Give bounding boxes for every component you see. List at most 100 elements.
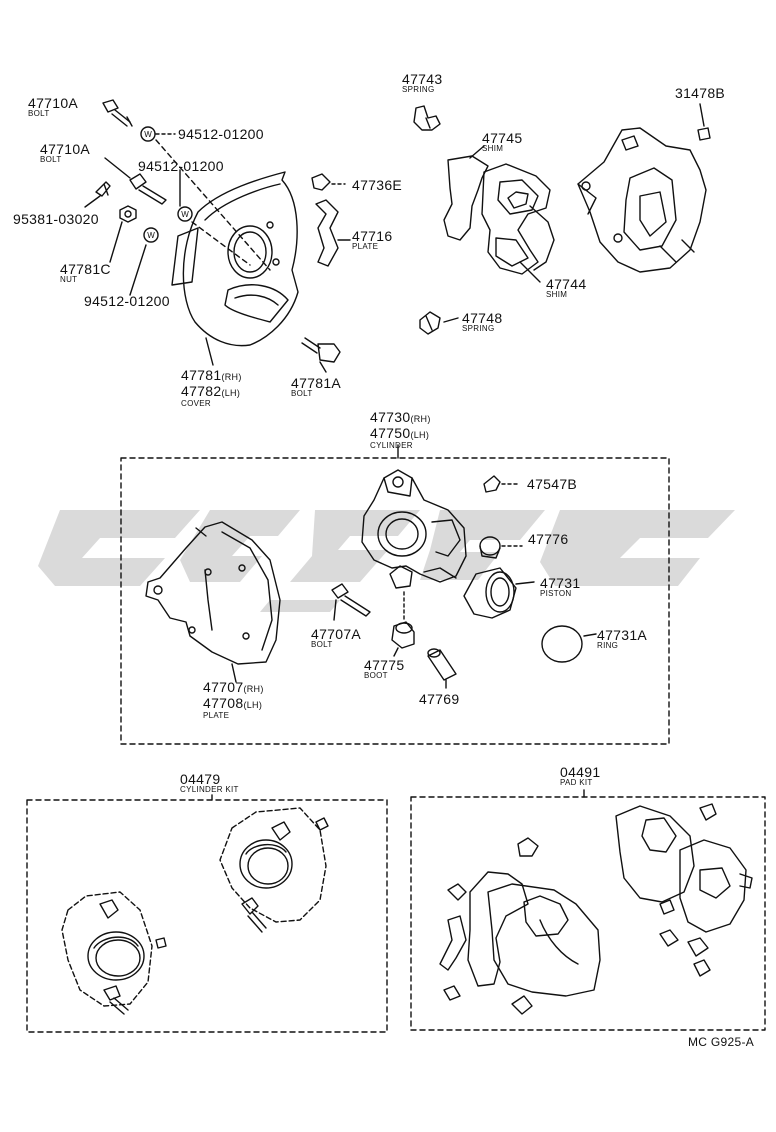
part-desc: BOLT [311,640,333,649]
label-47731a: 47731A RING [597,628,647,650]
kit-small-parts [439,803,717,1015]
part-code: 04479 [180,771,221,787]
part-desc: COVER [181,399,211,408]
part-desc: RING [597,641,619,650]
cylinder-kit-box [26,799,388,1033]
part-side: (RH) [221,372,242,382]
label-47781-cover: 47781(RH) 47782(LH) COVER [181,368,242,408]
nut-47781c [119,205,137,223]
washer-mark-3: W [147,231,155,240]
label-94512-mid: 94512-01200 [138,158,224,174]
part-code: 47730 [370,409,411,425]
part-code: 47781 [181,367,222,383]
kit-pads-right [615,805,753,933]
label-47710a-top: 47710A BOLT [28,96,78,118]
part-side: (RH) [243,684,264,694]
part-code: 47750 [370,425,411,441]
part-desc: CYLINDER [370,441,413,450]
spring-47743 [413,105,441,131]
bolt-47707a [331,583,371,617]
kit-caliper-right [219,807,329,933]
cap-47776 [479,536,501,559]
part-desc: PAD KIT [560,778,593,787]
label-47781a: 47781A BOLT [291,376,341,398]
part-desc: SPRING [402,85,435,94]
part-code: 47716 [352,228,393,244]
part-code: 47744 [546,276,587,292]
dust-cover-47781 [171,171,299,347]
washer-94512-mid [177,206,193,222]
part-code: 47775 [364,657,405,673]
part-code: 47710A [40,141,91,157]
part-side: (RH) [410,414,431,424]
part-code: 47731 [540,575,581,591]
part-desc: SPRING [462,324,495,333]
part-code: 04491 [560,764,601,780]
label-47776: 47776 [528,531,569,547]
piston-47731 [463,567,517,619]
cap-31478b [697,127,711,141]
part-desc: SHIM [546,290,568,299]
part-code: 47710A [28,95,79,111]
label-47769: 47769 [419,691,460,707]
torque-plate-47707 [145,521,281,665]
label-47710a-mid: 47710A BOLT [40,142,90,164]
label-94512-low: 94512-01200 [84,293,170,309]
part-desc: PLATE [352,242,379,251]
washer-mark-2: W [181,210,189,219]
ring-47731a [541,625,583,663]
washer-mark-1: W [144,130,152,139]
part-code: 47743 [402,71,443,87]
part-desc: PLATE [203,711,230,720]
label-47736e: 47736E [352,177,403,193]
pad-kit-box [410,796,766,1031]
part-code: 47782 [181,383,222,399]
part-side: (LH) [410,430,430,440]
label-31478b: 31478B [675,85,726,101]
boot-47775 [391,621,415,649]
label-47730-cylinder: 47730(RH) 47750(LH) CYLINDER [370,410,431,450]
kit-pads-left [467,871,601,997]
label-47716: 47716 PLATE [352,229,392,251]
caliper-body-31478b [577,127,707,273]
watermark-logo [38,510,735,612]
label-47731: 47731 PISTON [540,576,580,598]
part-desc: NUT [60,275,78,284]
bleeder-47547b [483,475,501,493]
pin-47769 [427,648,457,681]
clip-95381 [95,181,111,197]
label-04491-kit: 04491 PAD KIT [560,765,600,787]
brake-pad-pair [481,163,555,275]
label-47781c: 47781C NUT [60,262,111,284]
part-desc: BOLT [291,389,313,398]
part-desc: BOOT [364,671,388,680]
part-desc: BOLT [40,155,62,164]
bolt-47710a-mid [129,173,167,205]
bolt-47710a-top [102,99,133,127]
part-code: 47745 [482,130,523,146]
part-code: 47748 [462,310,503,326]
part-desc: BOLT [28,109,50,118]
part-code: 47707 [203,679,244,695]
label-47744: 47744 SHIM [546,277,586,299]
part-desc: CYLINDER KIT [180,785,239,794]
cylinder-box [120,457,670,745]
label-47743: 47743 SPRING [402,72,442,94]
label-04479-kit: 04479 CYLINDER KIT [180,772,239,794]
cylinder-body-47730 [361,469,467,589]
kit-caliper-left [61,891,167,1015]
part-side: (LH) [243,700,263,710]
diagram-reference-code: MC G925-A [688,1035,755,1049]
part-desc: PISTON [540,589,572,598]
spring-47748 [419,311,441,335]
bolt-47781a [301,337,341,363]
washer-94512-low [143,227,159,243]
label-95381: 95381-03020 [13,211,99,227]
label-47707-plate: 47707(RH) 47708(LH) PLATE [203,680,264,720]
label-47775: 47775 BOOT [364,658,404,680]
part-side: (LH) [221,388,241,398]
shim-47745 [443,155,489,241]
label-47745: 47745 SHIM [482,131,522,153]
washer-94512-top [140,126,156,142]
